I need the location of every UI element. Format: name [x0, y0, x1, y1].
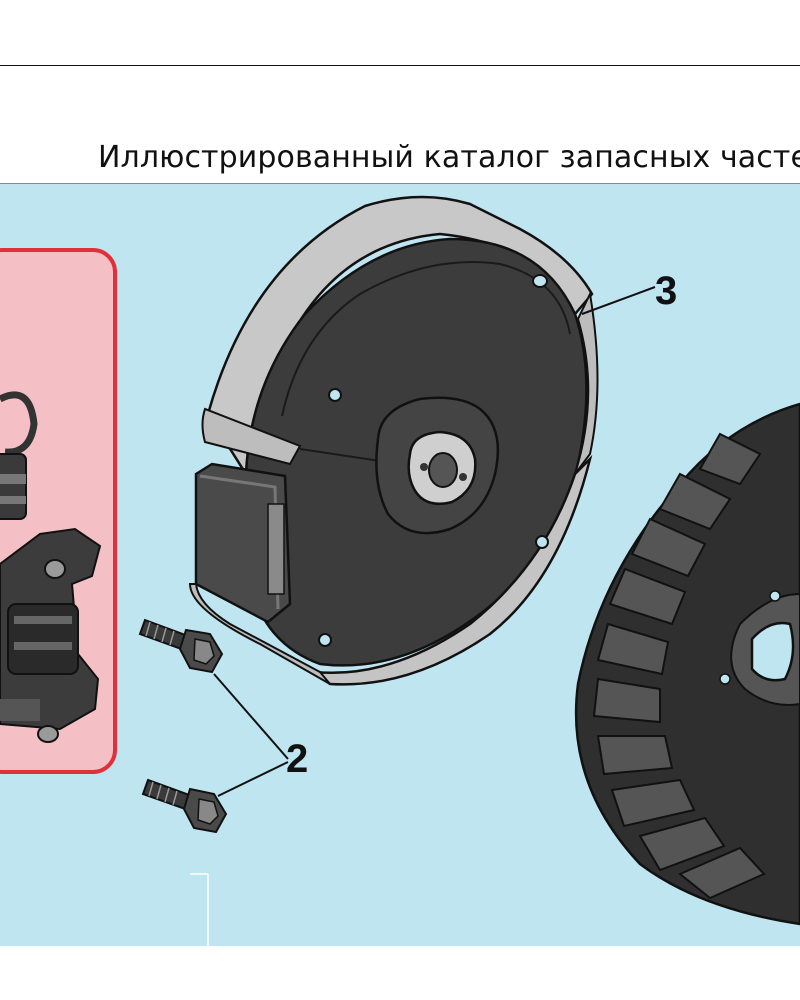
bolt-lower[interactable] [141, 778, 228, 834]
callout-2: 2 [286, 737, 308, 781]
ignition-coil-icon [0, 391, 102, 743]
title-underline [0, 183, 800, 184]
leader-line-3 [581, 286, 656, 315]
flywheel-part-3[interactable] [188, 195, 599, 686]
top-rule [0, 65, 800, 66]
ignition-coil-highlight[interactable] [0, 248, 117, 774]
catalog-title: Иллюстрированный каталог запасных часте [98, 140, 800, 175]
fan-flywheel[interactable] [574, 402, 800, 926]
callout-3: 3 [655, 269, 677, 313]
bolt-upper[interactable] [138, 618, 224, 674]
diagram-panel: 3 2 [0, 184, 800, 946]
exploded-parts-diagram: 3 2 [0, 195, 800, 946]
leader-line-2a [213, 673, 289, 760]
leader-line-2b [217, 761, 289, 797]
